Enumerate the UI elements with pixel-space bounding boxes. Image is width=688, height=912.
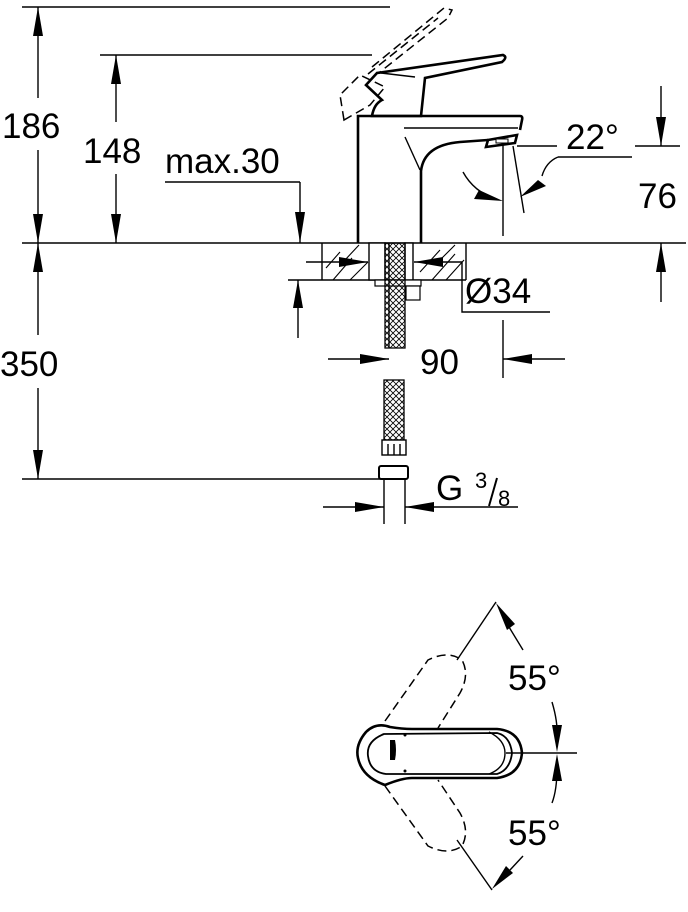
dimension-350: 350 xyxy=(0,243,58,479)
tap-body xyxy=(339,7,524,243)
dim-label-22-degrees: 22° xyxy=(566,118,619,157)
side-view: 186 148 max.30 xyxy=(0,6,686,524)
supply-hose xyxy=(378,242,409,524)
dim-label-90: 90 xyxy=(420,343,459,382)
dim-label-max-30: max.30 xyxy=(165,142,280,181)
top-view: 55° 55° xyxy=(356,601,577,891)
dimension-90: 90 xyxy=(328,320,565,382)
dimension-186: 186 xyxy=(2,7,60,243)
dimension-76: 76 xyxy=(635,86,680,302)
dim-label-350: 350 xyxy=(0,345,58,384)
dim-label-rotation-right: 55° xyxy=(508,814,561,853)
dim-label-thread-denominator: 8 xyxy=(498,486,510,511)
dim-label-diameter-34: Ø34 xyxy=(465,272,531,311)
dim-label-76: 76 xyxy=(638,177,677,216)
dimension-max-30: max.30 xyxy=(165,142,305,243)
dimension-148: 148 xyxy=(83,55,141,243)
dim-label-rotation-left: 55° xyxy=(508,659,561,698)
dim-label-148: 148 xyxy=(83,132,141,171)
dimension-diameter-34: Ø34 xyxy=(306,257,550,313)
dimension-thread-g-3-8: G 3 8 xyxy=(323,468,518,512)
dim-label-186: 186 xyxy=(2,107,60,146)
dimension-deck-thickness xyxy=(288,279,322,338)
dim-label-thread-numerator: 3 xyxy=(475,468,487,493)
dimension-22-degrees: 22° xyxy=(462,118,632,236)
dim-label-thread-g: G xyxy=(436,469,463,508)
